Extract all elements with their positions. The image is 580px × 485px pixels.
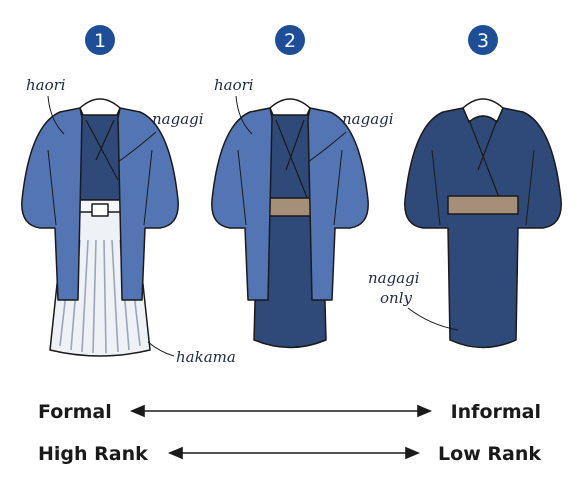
kimono-figure-1 bbox=[21, 98, 179, 357]
svg-text:only: only bbox=[380, 289, 412, 307]
svg-text:1: 1 bbox=[94, 30, 106, 52]
svg-text:nagagi: nagagi bbox=[152, 110, 204, 128]
callout-hakama-1: hakama bbox=[147, 341, 236, 366]
svg-text:2: 2 bbox=[284, 30, 296, 52]
callout-line bbox=[235, 95, 253, 135]
nagagi-lapel bbox=[468, 119, 501, 201]
svg-text:Formal: Formal bbox=[38, 401, 112, 423]
scale-rank: High Rank Low Rank bbox=[38, 443, 541, 465]
haori-right bbox=[307, 107, 369, 301]
outfit-3: 3 nagagi only bbox=[368, 25, 562, 349]
callout-line bbox=[117, 131, 157, 163]
badge-2: 2 bbox=[275, 25, 305, 55]
nagagi-lapel bbox=[85, 119, 119, 181]
callout-nagagi-1: nagagi bbox=[117, 110, 204, 163]
sleeve-lines bbox=[431, 149, 535, 226]
svg-text:hakama: hakama bbox=[176, 348, 236, 366]
svg-text:haori: haori bbox=[26, 76, 66, 94]
kimono-figure-3 bbox=[404, 98, 562, 349]
svg-text:Low Rank: Low Rank bbox=[438, 443, 541, 465]
scale-formality: Formal Informal bbox=[38, 401, 541, 423]
haori-left bbox=[211, 107, 273, 301]
svg-text:haori: haori bbox=[214, 76, 254, 94]
callout-line bbox=[47, 95, 65, 135]
kimono-figure-2 bbox=[211, 98, 369, 349]
obi bbox=[447, 195, 519, 215]
callout-line bbox=[407, 307, 459, 331]
callout-nagagi-only-3: nagagi only bbox=[368, 269, 459, 331]
callout-haori-1: haori bbox=[26, 76, 66, 135]
haori-fold-lines bbox=[237, 149, 343, 226]
badge-1: 1 bbox=[85, 25, 115, 55]
nagagi-lapel bbox=[275, 119, 309, 201]
haori-fold-lines bbox=[47, 149, 153, 226]
haori-left bbox=[21, 107, 83, 301]
callout-line bbox=[147, 341, 175, 357]
svg-text:nagagi: nagagi bbox=[368, 269, 420, 287]
badge-3: 3 bbox=[468, 25, 498, 55]
callout-nagagi-2: nagagi bbox=[307, 110, 394, 163]
svg-text:nagagi: nagagi bbox=[342, 110, 394, 128]
hakama-knot bbox=[91, 203, 109, 217]
haori-right bbox=[117, 107, 179, 301]
nagagi bbox=[404, 107, 562, 349]
double-arrow bbox=[129, 404, 433, 418]
svg-text:3: 3 bbox=[477, 30, 489, 52]
double-arrow bbox=[167, 446, 421, 460]
svg-text:Informal: Informal bbox=[451, 401, 541, 423]
outfit-2: 2 haori nagagi bbox=[211, 25, 394, 349]
callout-haori-2: haori bbox=[214, 76, 254, 135]
nagagi bbox=[253, 114, 327, 349]
callout-line bbox=[307, 131, 347, 163]
svg-text:High Rank: High Rank bbox=[38, 443, 148, 465]
outfit-1: 1 bbox=[21, 25, 236, 366]
